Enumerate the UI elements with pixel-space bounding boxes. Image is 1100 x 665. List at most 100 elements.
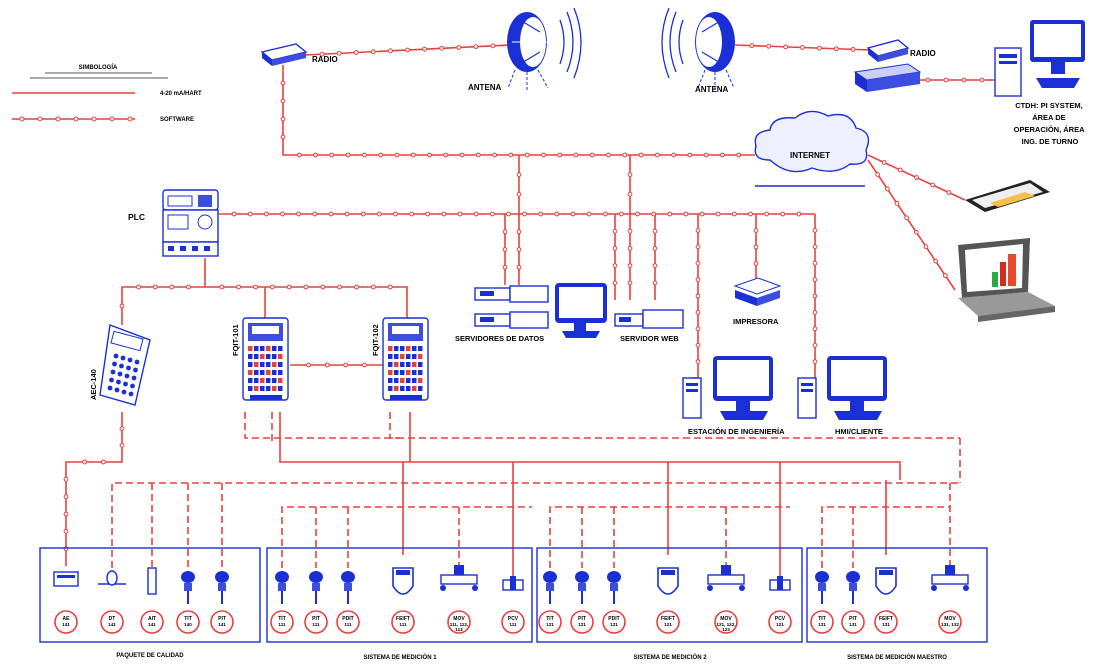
group-box-medicion-2	[536, 547, 803, 643]
instrument-bubble	[336, 610, 360, 634]
instrument-tag: FEIFT	[396, 616, 410, 622]
data-servers: SERVIDORES DE DATOS	[455, 283, 607, 343]
instrument-tag: TIT	[184, 616, 192, 622]
antenna-left-label: ANTENA	[468, 83, 502, 92]
instrument-tag: TIT	[818, 616, 826, 622]
instrument-bubble	[656, 610, 680, 634]
plc: PLC	[128, 189, 219, 257]
instrument-number: 131	[882, 622, 890, 627]
aec-140-handheld: AEC-140	[89, 324, 151, 406]
instrument-number: 141	[218, 622, 226, 627]
estacion-label: ESTACIÓN DE INGENIERÍA	[688, 427, 785, 436]
fqit102-label: FQIT-102	[371, 324, 380, 356]
antenna-right: ANTENA	[661, 7, 735, 94]
instrument-bubble	[100, 610, 124, 634]
instrument-symbol-pit	[846, 571, 860, 604]
instrument-symbol-pit	[309, 571, 323, 604]
instrument-symbol-ae	[53, 571, 79, 587]
instrument-number: 131	[849, 622, 857, 627]
instrument-bubble	[140, 610, 164, 634]
instrument-bubble	[570, 610, 594, 634]
radio-right-label: RADIO	[910, 49, 936, 58]
instrument-number: 121	[610, 622, 618, 627]
instrument-number: 111	[312, 622, 320, 627]
instrument-number: 121	[578, 622, 586, 627]
ctdh-computer: CTDH: PI SYSTEM, ÁREA DE OPERACIÓN, ÁREA…	[994, 20, 1087, 146]
instrument-tag: AIT	[148, 616, 156, 622]
instrument-number: 140	[184, 622, 192, 627]
legend-label-software: SOFTWARE	[160, 117, 194, 123]
instrument-symbol-mov	[707, 565, 745, 591]
instrument-tag: PDIT	[342, 616, 353, 622]
instrument-tag: DT	[109, 616, 116, 622]
legend-title: SIMBOLOGÍA	[79, 63, 118, 71]
legend: SIMBOLOGÍA 4-20 mA/HART SOFTWARE	[12, 63, 202, 123]
instrument-bubble	[714, 610, 738, 634]
laptop	[958, 238, 1055, 322]
servidor-web-label: SERVIDOR WEB	[620, 334, 679, 343]
instrument-symbol-pit	[575, 571, 589, 604]
instrument-bubble	[938, 610, 962, 634]
instrument-bubble	[538, 610, 562, 634]
instrument-symbol-feift	[392, 567, 414, 595]
printer: IMPRESORA	[733, 277, 782, 326]
instrument-symbol-pit	[215, 571, 229, 604]
instrument-tag: PCV	[775, 616, 786, 622]
tablet	[965, 180, 1050, 212]
group-box-paquete-calidad	[39, 547, 261, 643]
instrument-number: 121	[776, 622, 784, 627]
radio-left-label: RADIO	[312, 55, 338, 64]
instrument-symbol-tit	[181, 571, 195, 604]
instrument-symbol-feift	[657, 567, 679, 595]
instrument-number: 111	[344, 622, 352, 627]
field-instruments: AE141DT141AIT141TIT140PIT141TIT111PIT111…	[53, 565, 969, 634]
hmi-label: HMI/CLIENTE	[835, 427, 883, 436]
ctdh-label: CTDH: PI SYSTEM, ÁREA DE OPERACIÓN, ÁREA…	[1014, 101, 1087, 146]
plc-label: PLC	[128, 212, 145, 222]
fqit101-label: FQIT-101	[231, 324, 240, 356]
legend-label-4-20ma: 4-20 mA/HART	[160, 91, 202, 97]
hmi-client: HMI/CLIENTE	[797, 356, 887, 436]
internet-cloud: INTERNET	[754, 110, 870, 187]
instrument-tag: TIT	[546, 616, 554, 622]
instrument-number: 141	[148, 622, 156, 627]
instrument-symbol-pcv	[502, 576, 524, 591]
web-server: SERVIDOR WEB	[614, 309, 684, 343]
instrument-bubble	[874, 610, 898, 634]
instrument-number: 111	[509, 622, 517, 627]
antenna-left: ANTENA	[468, 7, 582, 92]
instrument-symbol-pdit	[607, 571, 621, 604]
instrument-symbol-tit	[815, 571, 829, 604]
group-caption-0: PAQUETE DE CALIDAD	[116, 653, 184, 659]
instrument-bubble	[841, 610, 865, 634]
instrument-number: 141	[108, 622, 116, 627]
instrument-symbol-feift	[875, 567, 897, 595]
instrument-symbol-mov	[931, 565, 969, 591]
instrument-bubble	[391, 610, 415, 634]
hart-wiring	[111, 412, 961, 568]
instrument-symbol-dt	[98, 570, 126, 586]
instrument-bubble	[176, 610, 200, 634]
instrument-bubble	[304, 610, 328, 634]
group-box-medicion-maestro	[806, 547, 988, 643]
instrument-number: 121	[664, 622, 672, 627]
instrument-symbol-pdit	[341, 571, 355, 604]
instrument-symbol-ait	[147, 567, 157, 595]
servidores-label: SERVIDORES DE DATOS	[455, 334, 544, 343]
instrument-tag: PIT	[578, 616, 586, 622]
instrument-number: 123	[722, 627, 730, 632]
instrument-symbol-tit	[543, 571, 557, 604]
instrument-number: 111	[278, 622, 286, 627]
radio-left: RADIO	[260, 43, 338, 66]
instrument-bubble	[501, 610, 525, 634]
instrument-bubble	[270, 610, 294, 634]
engineering-station: ESTACIÓN DE INGENIERÍA	[682, 356, 785, 436]
fqit-102: FQIT-102	[371, 317, 429, 401]
group-caption-2: SISTEMA DE MEDICIÓN 2	[633, 653, 707, 661]
instrument-number: 131, 132	[941, 622, 959, 627]
antenna-right-label: ANTENA	[695, 85, 729, 94]
instrument-tag: AE	[63, 616, 71, 622]
network-switch	[853, 63, 922, 92]
instrument-bubble	[210, 610, 234, 634]
